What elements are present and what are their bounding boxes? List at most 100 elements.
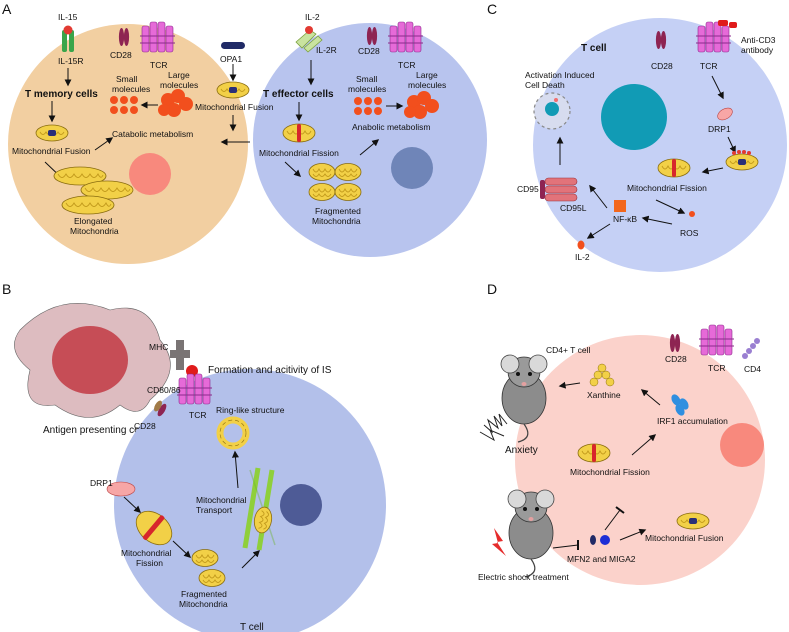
cd95-receptor [540,177,578,202]
large-molecules-right [404,91,439,119]
shock-mouse [507,489,555,578]
panel-b-cell [114,369,386,632]
panel-b-t-cell-label: T cell [240,622,264,632]
fission-label-d: Mitochondrial Fission [570,467,650,477]
inhibit-from-mouse [552,540,579,550]
apc-label: Antigen presenting cell [43,425,144,436]
inhibit-fission-d [604,506,625,531]
is-label: Formation and acitivity of IS [208,365,332,376]
memory-nucleus [129,153,171,195]
fusion-mito-left [35,124,69,142]
fission-mito-d [577,443,611,463]
apc-nucleus [52,326,128,394]
mhc-molecule [170,340,190,370]
ring-label: Ring-like structure [216,405,285,415]
drp1-bound-mito [725,153,759,171]
shock-label: Electric shock treatment [478,572,569,582]
irf1-molecules [671,394,689,416]
cd80-label: CD80/86 [147,385,181,395]
il2-label-c: IL-2 [575,252,590,262]
mfn2-label: MFN2 and MIGA2 [567,554,636,564]
panel-c-t-cell-label: T cell [581,43,607,54]
cd4-label: CD4 [744,364,761,374]
fragment-mito-b1 [191,549,219,567]
cd28-label-b: CD28 [134,421,156,431]
memory-cell-title: T memory cells [25,89,98,100]
il2r-label: IL-2R [316,45,337,55]
ros-label: ROS [680,228,699,238]
memory-cell [8,24,248,264]
opa1-protein [221,42,245,49]
panel-b-nucleus [280,484,322,526]
panel-b: B Antigen presenting cell T cell MHC For… [2,281,386,632]
fragment-mito-a3 [308,183,336,201]
large-molecules-left [158,89,193,117]
fusion-label-d: Mitochondrial Fusion [645,533,724,543]
irf1-label: IRF1 accumulation [657,416,728,426]
effector-cell-title: T effector cells [263,89,334,100]
ros-molecule [689,211,695,217]
tcr-label-a-right: TCR [398,60,415,70]
mito-fusion-left-label: Mitochondrial Fusion [12,146,91,156]
panel-b-letter: B [2,281,11,297]
catabolic-label: Catabolic metabolism [112,129,193,139]
cd80-cd28-pair [154,400,167,417]
tcr-label-d: TCR [708,363,725,373]
anabolic-label: Anabolic metabolism [352,122,430,132]
il2-label: IL-2 [305,12,320,22]
mito-fission-label: Mitochondrial Fission [259,148,339,158]
panel-d: D CD4+ T cell CD28 TCR CD4 Xanthine IRF1… [478,281,765,585]
tcr-label-a-left: TCR [150,60,167,70]
drp1-protein-b [106,481,136,497]
cd4-receptor [742,338,760,359]
cd28-label-a-left: CD28 [110,50,132,60]
ring-mito-structure [216,416,250,450]
nfkb-protein [614,200,626,212]
opa1-label: OPA1 [220,54,242,64]
anxiety-scribble [479,413,508,442]
fragment-mito-a1 [308,163,336,181]
cd28-label-d: CD28 [665,354,687,364]
il2-molecule-c [577,240,585,250]
mhc-label: MHC [149,342,168,352]
panel-d-nucleus [720,423,764,467]
drp1-ring-c [732,150,751,155]
drp1-protein-c [717,107,733,121]
fission-mito-b [135,510,173,546]
panel-d-letter: D [487,281,497,297]
tcr-label-c: TCR [700,61,717,71]
tcr-receptor-d [698,324,735,356]
small-molecules-left [110,96,138,114]
il15r-receptor [62,25,74,52]
xanthine-molecules [589,363,615,387]
fragment-mito-a4 [334,183,362,201]
aicd-nucleus [545,102,559,116]
fragment-mito-a2 [334,163,362,181]
il15r-label: IL-15R [58,56,84,66]
fragment-mito-b2 [198,569,226,587]
fusion-mito-d [676,512,710,530]
cd28-label-c: CD28 [651,61,673,71]
lightning-icon [492,528,506,556]
fusion-mito-center [216,81,250,99]
panel-c-cell [533,18,787,272]
effector-nucleus [391,147,433,189]
drp1-label-b: DRP1 [90,478,113,488]
fission-mito-a [282,123,316,143]
nfkb-label: NF-κB [613,214,637,224]
panel-a-letter: A [2,1,12,17]
anxiety-label: Anxiety [505,445,538,456]
anti-cd3-antibody [718,20,737,28]
cd4-cell-label: CD4+ T cell [546,345,590,355]
fission-mito-c [657,158,691,178]
